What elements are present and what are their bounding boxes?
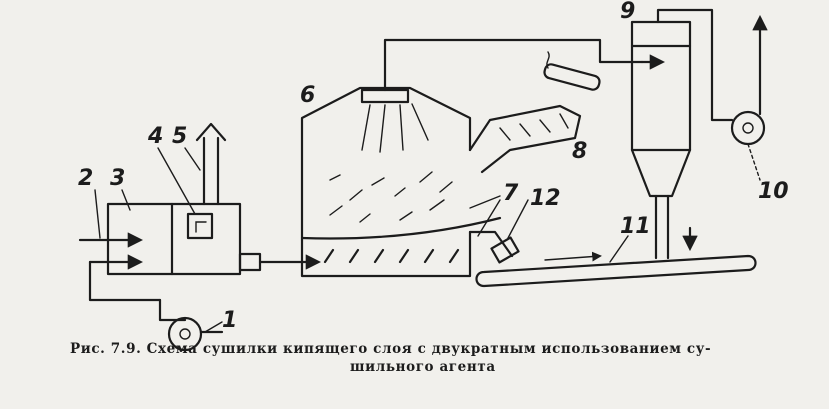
callout-5: 5 [172,124,187,149]
callout-6: 6 [300,83,315,108]
callout-3: 3 [110,166,125,191]
fan-1 [158,298,224,352]
callout-2: 2 [78,166,93,191]
caption-line-2: шильного агента [350,359,496,375]
fan-10 [730,14,768,181]
callout-12: 12 [530,186,561,211]
exhaust-duct [383,38,644,92]
cyclone [630,8,734,260]
callout-10: 10 [758,179,789,204]
callout-7: 7 [503,181,519,206]
discharge-outlet [468,230,520,264]
furnace-unit [78,202,262,302]
callout-9: 9 [620,0,635,24]
callout-11: 11 [620,214,651,239]
callout-1: 1 [222,308,237,333]
callout-4: 4 [147,124,163,149]
chimney [195,122,227,206]
feed-screw [468,51,601,174]
belt-conveyor [475,251,757,288]
figure-caption: Рис. 7.9. Схема сушилки кипящего слоя с … [70,340,810,376]
callout-leaders [94,147,629,333]
caption-line-1: Рис. 7.9. Схема сушилки кипящего слоя с … [70,341,712,357]
callout-8: 8 [572,139,587,164]
dryer-chamber [300,86,502,278]
